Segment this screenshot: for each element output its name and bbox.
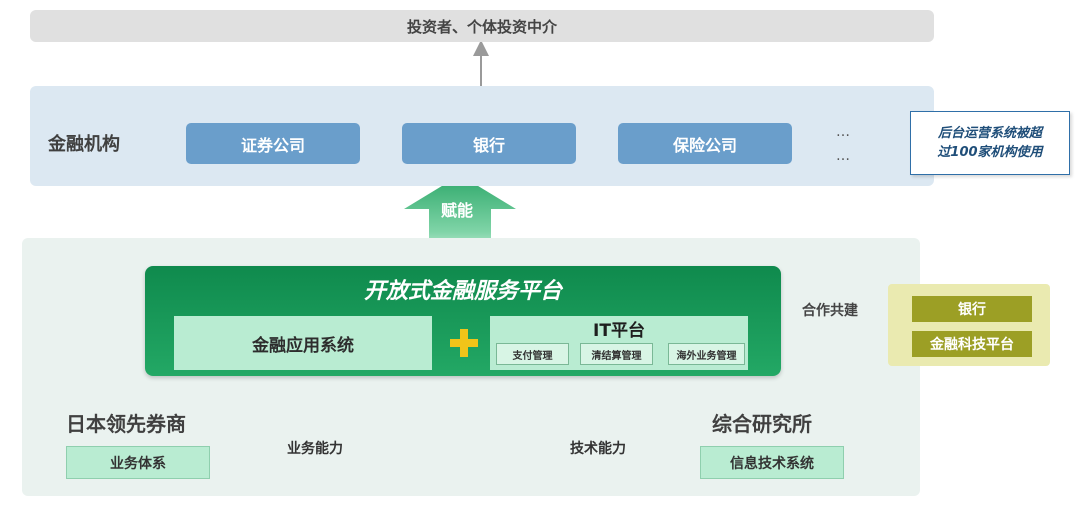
institution-label: 证券公司 xyxy=(240,135,305,155)
plus-icon xyxy=(450,329,478,357)
institution-label: 银行 xyxy=(472,135,505,155)
callout-line-1: 后台运营系统被超 xyxy=(937,126,1042,141)
research-box-label: 信息技术系统 xyxy=(730,455,814,472)
it-item-payment[interactable]: 支付管理 xyxy=(496,343,569,365)
partner-box-bank[interactable]: 银行 xyxy=(912,296,1032,322)
it-platform-box[interactable]: IT平台 支付管理 清结算管理 海外业务管理 xyxy=(490,316,748,370)
partnership-label: 合作共建 xyxy=(802,303,858,319)
empower-label: 赋能 xyxy=(441,201,474,220)
partner-label: 金融科技平台 xyxy=(930,337,1014,353)
research-title: 综合研究所 xyxy=(712,412,812,436)
broker-title: 日本领先券商 xyxy=(66,412,186,436)
partner-box-fintech[interactable]: 金融科技平台 xyxy=(912,331,1032,357)
institution-label: 保险公司 xyxy=(672,135,737,155)
it-item-label: 海外业务管理 xyxy=(676,350,737,362)
it-platform-title-text: IT平台 xyxy=(593,320,645,341)
it-item-overseas[interactable]: 海外业务管理 xyxy=(668,343,745,365)
it-item-label: 支付管理 xyxy=(512,350,553,362)
partner-label: 银行 xyxy=(958,302,986,318)
ellipsis-bottom: … xyxy=(836,148,850,164)
platform-title: 开放式金融服务平台 xyxy=(145,272,781,306)
ellipsis-top: … xyxy=(836,124,850,140)
it-item-clearing[interactable]: 清结算管理 xyxy=(580,343,653,365)
it-item-label: 清结算管理 xyxy=(591,350,642,362)
callout-line-2: 过100家机构使用 xyxy=(937,145,1043,160)
broker-box[interactable]: 业务体系 xyxy=(66,446,210,479)
broker-box-label: 业务体系 xyxy=(110,455,166,472)
investors-label: 投资者、个体投资中介 xyxy=(406,17,557,36)
investors-bar: 投资者、个体投资中介 xyxy=(30,10,934,42)
app-system-box[interactable]: 金融应用系统 xyxy=(174,316,432,370)
financial-institutions-title: 金融机构 xyxy=(48,134,120,155)
platform-title-text: 开放式金融服务平台 xyxy=(363,279,562,304)
app-system-label: 金融应用系统 xyxy=(252,335,354,356)
callout-box: 后台运营系统被超 过100家机构使用 xyxy=(910,111,1070,175)
tech-capability-label: 技术能力 xyxy=(570,441,626,457)
research-box[interactable]: 信息技术系统 xyxy=(700,446,844,479)
institution-box-insurance[interactable]: 保险公司 xyxy=(618,123,792,164)
institution-box-bank[interactable]: 银行 xyxy=(402,123,576,164)
it-platform-title: IT平台 xyxy=(490,317,748,341)
institution-box-securities[interactable]: 证券公司 xyxy=(186,123,360,164)
business-capability-label: 业务能力 xyxy=(287,441,343,457)
